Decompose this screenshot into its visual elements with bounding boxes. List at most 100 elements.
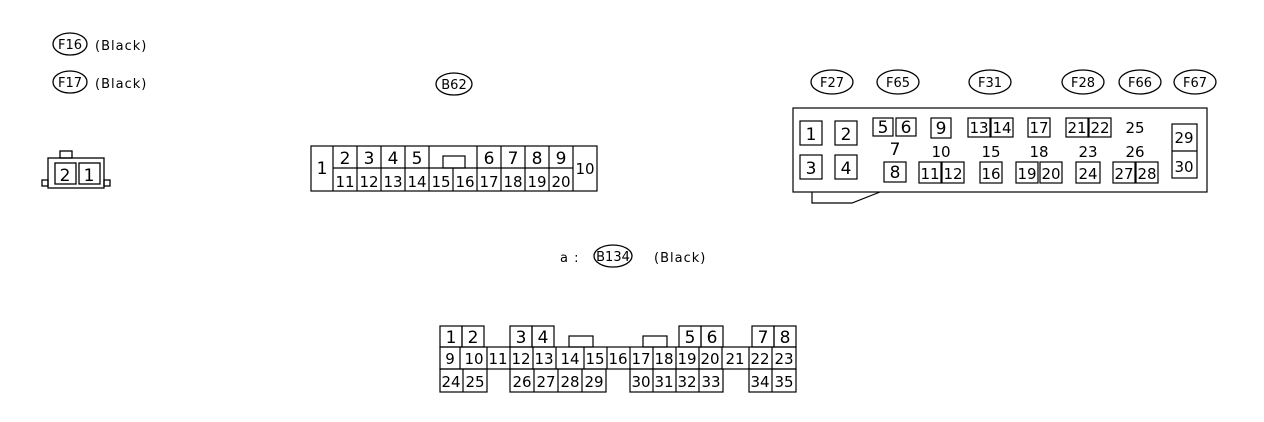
pin-label: 28 [560,373,579,391]
f17-color: (Black) [95,77,147,92]
pin-label: 7 [508,149,519,169]
pin-label: 9 [445,350,455,368]
pin-label: 27 [536,373,555,391]
f17-label: F17 (Black) [52,70,147,94]
pin-label: 4 [841,159,852,179]
pin-label: 18 [1029,143,1048,161]
pin-label: 2 [60,166,71,186]
pin-label: 8 [890,163,901,183]
pin-label: 19 [677,350,696,368]
f16-color: (Black) [95,39,147,54]
pin-label: 12 [943,165,962,183]
pin-label: 11 [920,165,939,183]
pin-label: 30 [1174,158,1193,176]
pin-label: 16 [455,173,474,191]
pin-label: 3 [806,159,817,179]
pin-label: 21 [725,350,744,368]
pin-label: 13 [969,119,988,137]
pin-label: 15 [585,350,604,368]
f67-code: F67 [1183,76,1207,91]
pin-label: 24 [1078,165,1097,183]
pin-label: 18 [654,350,673,368]
pin-label: 28 [1137,165,1156,183]
b62-label: B62 [435,72,473,96]
pin-label: 35 [774,373,793,391]
pin-label: 16 [981,165,1000,183]
pin-label: 15 [981,143,1000,161]
pin-label: 25 [465,373,484,391]
pin-label: 20 [551,173,570,191]
b134-connector: 1 2 3 4 5 6 7 8 9 10 11 12 13 14 15 16 1… [439,325,797,393]
pin-label: 3 [516,328,527,348]
pin-label: 15 [431,173,450,191]
f16-label: F16 (Black) [52,32,147,56]
pin-label: 4 [538,328,549,348]
b134-color: (Black) [654,251,706,266]
pin-label: 24 [441,373,460,391]
pin-label: 29 [584,373,603,391]
pin-label: 30 [631,373,650,391]
pin-label: 17 [631,350,650,368]
b62-connector: 1 10 2 3 4 5 6 7 8 9 11 12 13 14 1 [310,145,598,192]
pin-label: 14 [407,173,426,191]
b62-code: B62 [441,78,466,93]
pin-label: 4 [388,149,399,169]
pin-label: 17 [1029,119,1048,137]
pin-label: 2 [841,125,852,145]
f28-code: F28 [1071,76,1095,91]
pin-label: 8 [532,149,543,169]
pin-label: 27 [1114,165,1133,183]
pin-label: 20 [1041,165,1060,183]
pin-label: 19 [1017,165,1036,183]
pin-label: 26 [1125,143,1144,161]
pin-label: 7 [758,328,769,348]
pin-label: 14 [992,119,1011,137]
pin-label: 31 [654,373,673,391]
pin-label: 19 [527,173,546,191]
pin-label: 2 [468,328,479,348]
pin-label: 9 [556,149,567,169]
b134-label: a : B134 (Black) [560,244,706,268]
pin-label: 26 [512,373,531,391]
pin-label: 13 [534,350,553,368]
pin-label: 23 [1078,143,1097,161]
pin-label: 21 [1067,119,1086,137]
f31-code: F31 [978,76,1002,91]
pin-label: 10 [575,160,594,178]
f-block-connector: 1 2 3 4 5 6 7 8 9 10 11 12 13 14 15 16 1… [792,107,1208,204]
pin-label: 1 [446,328,457,348]
pin-label: 22 [1090,119,1109,137]
b134-code: B134 [596,250,630,265]
pin-label: 1 [84,166,95,186]
pin-label: 9 [936,119,947,139]
pin-label: 1 [806,125,817,145]
pin-label: 22 [750,350,769,368]
f16-code: F16 [58,38,82,53]
b134-prefix: a : [560,251,579,266]
pin-label: 6 [901,118,912,138]
pin-label: 8 [780,328,791,348]
pin-label: 13 [383,173,402,191]
pin-label: 20 [700,350,719,368]
pin-label: 25 [1125,119,1144,137]
f65-code: F65 [886,76,910,91]
pin-label: 6 [484,149,495,169]
f-block-labels: F27 F65 F31 F28 F66 F67 [810,69,1217,95]
f17-code: F17 [58,76,82,91]
f27-code: F27 [820,76,844,91]
pin-label: 16 [608,350,627,368]
pin-label: 5 [878,118,889,138]
pin-label: 23 [774,350,793,368]
pin-label: 29 [1174,129,1193,147]
pin-label: 12 [359,173,378,191]
pin-label: 32 [677,373,696,391]
pin-label: 1 [317,159,328,179]
pin-label: 6 [707,328,718,348]
pin-label: 7 [890,140,901,160]
f66-code: F66 [1128,76,1152,91]
pin-label: 33 [701,373,720,391]
pin-label: 11 [335,173,354,191]
pin-label: 2 [340,149,351,169]
pin-label: 10 [464,350,483,368]
